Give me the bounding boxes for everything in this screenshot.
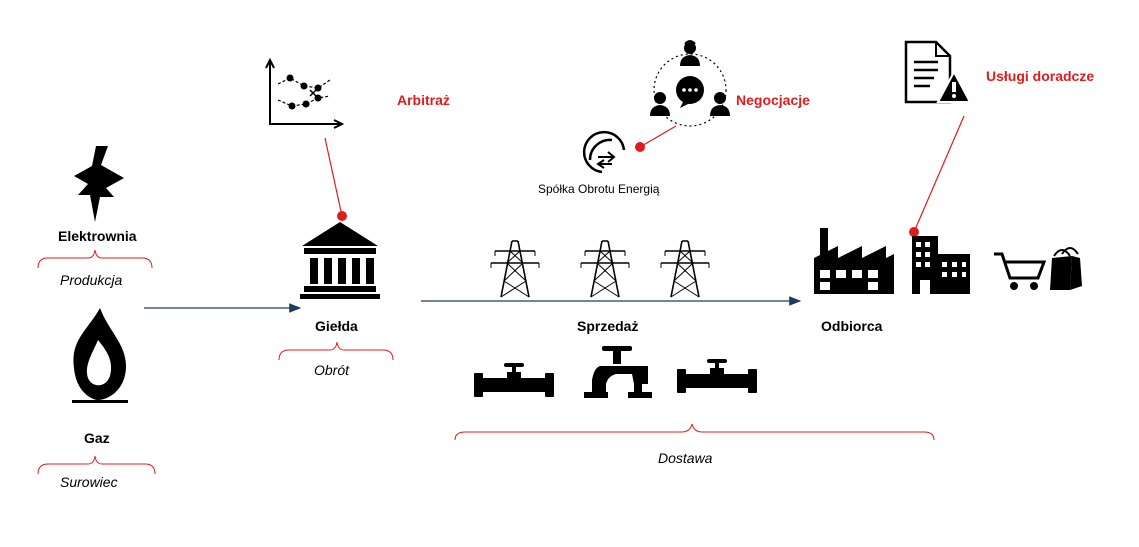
negocjacje-dot [635,142,645,152]
arbitraz-connector [324,137,343,217]
lightning-icon [74,146,124,222]
produkcja-label: Produkcja [60,272,123,288]
power-pylon-icon [580,240,630,298]
dostawa-bracket [454,423,935,441]
valve-icon [584,346,652,398]
surowiec-bracket [37,455,156,475]
exchange-cycle-icon [582,130,626,174]
dostawa-label: Dostawa [658,450,713,466]
uslugi-dot [909,227,919,237]
chart-icon [265,57,345,129]
elektrownia-label: Elektrownia [58,228,137,244]
power-pylon-icon [490,240,540,298]
shopping-cart-icon [994,252,1047,290]
sprzedaz-label: Sprzedaż [577,318,639,334]
shopping-bag-icon [1050,247,1082,290]
factory-icon [814,228,894,294]
people-negotiation-icon [650,40,730,127]
obrot-bracket [278,341,394,361]
negocjacje-label: Negocjacje [736,92,810,108]
gaz-label: Gaz [84,430,110,446]
flame-icon [72,308,128,403]
pipe-icon [677,359,757,393]
produkcja-bracket [37,249,153,269]
arbitraz-label: Arbitraż [397,92,450,108]
stock-exchange-icon [300,222,380,299]
surowiec-label: Surowiec [60,474,118,490]
uslugi-connector [913,115,965,233]
arbitraz-dot [337,211,347,221]
office-building-icon [912,236,970,294]
gielda-label: Giełda [315,318,358,334]
spolka-label: Spółka Obrotu Energią [538,182,660,196]
document-warning-icon [904,40,972,104]
pipe-icon [474,363,554,397]
obrot-label: Obrót [314,362,350,378]
power-pylon-icon [660,240,710,298]
uslugi-label: Usługi doradcze [986,68,1095,84]
odbiorca-label: Odbiorca [821,318,883,334]
negocjacje-connector [639,125,677,148]
